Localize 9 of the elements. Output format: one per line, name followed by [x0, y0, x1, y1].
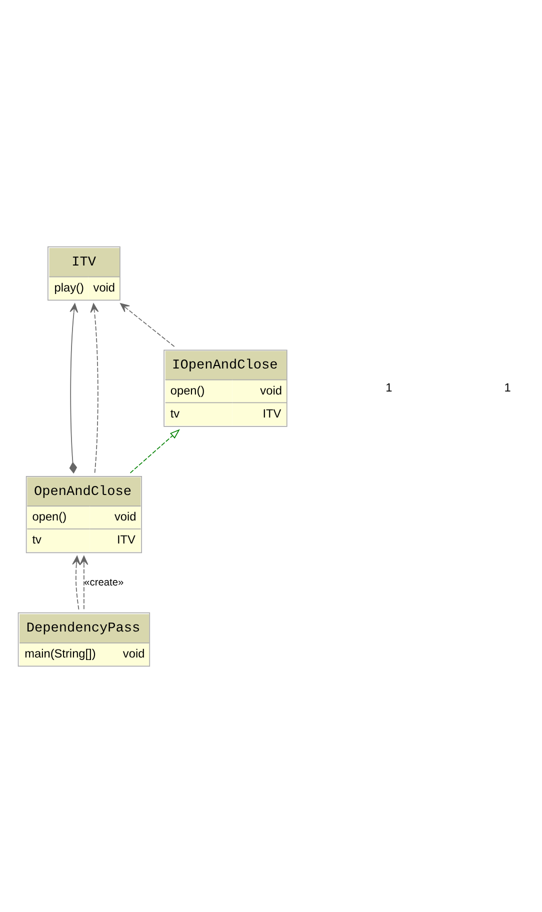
edge-label: «create» [84, 576, 124, 588]
arrow [80, 555, 88, 610]
label: 1 [504, 380, 511, 394]
arrow [130, 428, 180, 473]
arrow [72, 555, 81, 610]
label: 1 [386, 380, 392, 394]
arrow [90, 302, 99, 473]
arrow [69, 302, 78, 474]
arrow [120, 302, 175, 347]
